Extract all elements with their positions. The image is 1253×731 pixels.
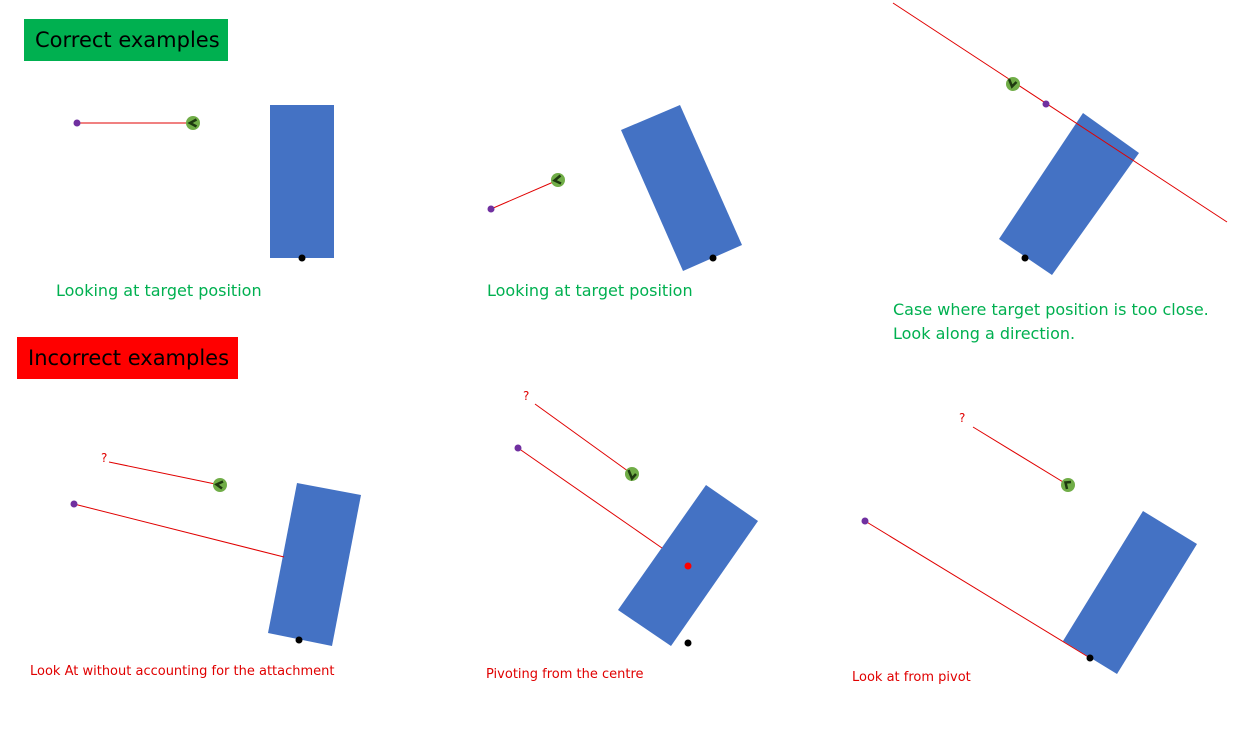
target-point	[70, 500, 78, 508]
eye-icon	[1006, 77, 1020, 91]
pivot-point	[1021, 254, 1029, 262]
incorrect-examples-header: Incorrect examples	[17, 337, 238, 379]
pivot-point	[298, 254, 306, 262]
eye-look-line	[108, 461, 221, 486]
blue-rectangle	[999, 113, 1139, 275]
incorrect-example-1	[70, 461, 361, 646]
blue-rectangle	[268, 483, 361, 646]
caption-correct-2: Looking at target position	[487, 281, 693, 300]
caption-correct-1: Looking at target position	[56, 281, 262, 300]
blue-rectangle	[1063, 511, 1197, 674]
incorrect-example-2	[514, 403, 758, 647]
pivot-point	[295, 636, 303, 644]
caption-correct-3-line-2: Look along a direction.	[893, 324, 1076, 343]
correct-example-3	[892, 2, 1228, 275]
centre-look-line	[517, 447, 663, 549]
caption-incorrect-3: Look at from pivot	[852, 670, 971, 685]
pivot-point	[709, 254, 717, 262]
centre-point	[684, 562, 692, 570]
blue-rectangle	[270, 105, 334, 258]
caption-incorrect-1: Look At without accounting for the attac…	[30, 664, 335, 679]
target-point	[1042, 100, 1050, 108]
eye-icon	[213, 478, 227, 492]
caption-incorrect-2: Pivoting from the centre	[486, 667, 644, 682]
eye-look-line	[972, 426, 1069, 486]
correct-example-1	[73, 105, 334, 262]
eye-icon	[1061, 478, 1075, 492]
incorrect-example-3	[861, 426, 1197, 674]
blue-rectangle	[621, 105, 742, 271]
question-mark-3: ?	[959, 411, 966, 425]
eye-icon	[625, 467, 639, 481]
caption-correct-3-line-1: Case where target position is too close.	[893, 300, 1209, 319]
question-mark-2: ?	[523, 389, 530, 403]
pivot-point	[684, 639, 692, 647]
look-line	[490, 179, 559, 210]
look-line	[892, 2, 1228, 223]
target-point	[487, 205, 495, 213]
eye-icon	[551, 173, 565, 187]
correct-examples-header: Correct examples	[24, 19, 228, 61]
target-point	[861, 517, 869, 525]
pivot-point	[1086, 654, 1094, 662]
eye-look-line	[534, 403, 633, 475]
eye-icon	[186, 116, 200, 130]
target-point	[73, 119, 81, 127]
target-point	[514, 444, 522, 452]
question-mark-1: ?	[101, 451, 108, 465]
attachment-look-line	[73, 503, 285, 558]
pivot-look-line	[864, 520, 1091, 659]
correct-example-2	[487, 105, 742, 271]
